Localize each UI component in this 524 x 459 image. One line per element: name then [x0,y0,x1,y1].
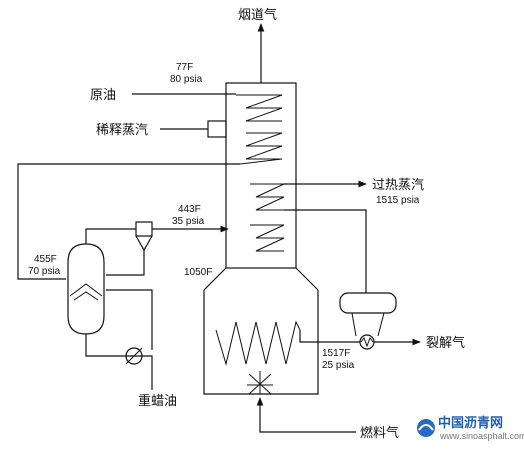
superheated-steam-label: 过热蒸汽 [372,178,424,193]
flue-gas-label: 烟道气 [238,7,277,23]
recycle-line [106,289,153,350]
mid-press: 35 psia [172,216,205,227]
heavy-wax-oil-label: 重蜡油 [138,393,177,409]
watermark-url: www.sinoasphalt.com [439,431,524,441]
steam-return-line [284,209,367,293]
separator-vessel [67,243,105,335]
drum-bottoms-line [85,334,153,380]
watermark-logo: 中国沥青网 www.sinoasphalt.com [417,415,524,441]
dilution-steam-label: 稀释蒸汽 [96,123,148,138]
cracked-gas-label: 裂解气 [426,335,465,351]
mixed-feed-coil [239,132,283,165]
cyclone-bottoms-line [106,250,145,276]
transfer-line-exchanger [359,334,375,350]
cyclone [135,221,153,252]
crude-oil-label: 原油 [90,88,116,103]
convection-section [225,82,297,269]
radiant-coil [215,320,301,366]
bridgewall-temp: 1050F [184,267,212,278]
mid-temp: 443F [178,204,201,215]
steam-mixer-box [207,120,227,138]
crude-preheat-coil [236,94,283,122]
steam-superheater-coil [250,183,285,211]
outlet-press: 25 psia [322,360,355,371]
radiant-outlet-line [299,330,360,343]
outlet-temp: 1517F [322,348,350,359]
lower-convection-coil [250,224,285,252]
vapor-line [85,228,136,244]
burner [247,371,273,395]
fuel-gas-line [256,397,356,433]
fuel-gas-label: 燃料气 [360,425,399,441]
drum-temp: 455F [34,254,57,265]
furnace-transition [203,267,319,291]
bottoms-cooler [125,347,143,365]
steam-drum [339,292,397,337]
drum-press: 70 psia [28,266,61,277]
watermark-name: 中国沥青网 [438,415,503,431]
steam-press: 1515 psia [376,195,420,206]
crude-temp: 77F [176,62,193,73]
drum-feed-loop-line [17,163,240,280]
crude-press: 80 psia [170,74,203,85]
